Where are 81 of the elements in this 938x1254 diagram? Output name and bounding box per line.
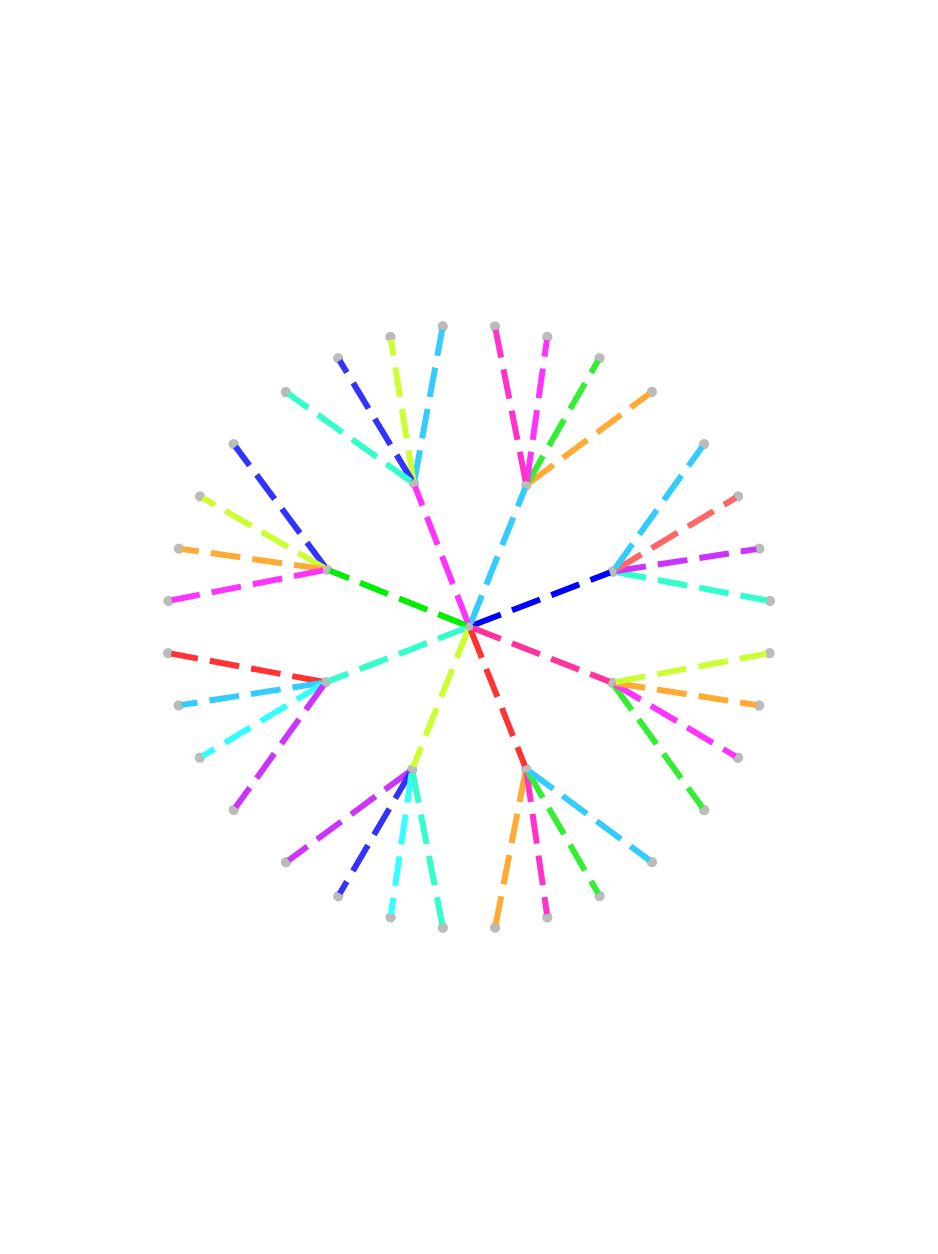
connector — [337, 359, 415, 482]
node-point — [489, 922, 501, 933]
node-point — [607, 566, 618, 577]
connector — [388, 772, 415, 915]
connector — [611, 683, 705, 810]
node-point — [194, 491, 206, 502]
connector — [468, 486, 528, 625]
connector — [233, 683, 326, 810]
connector — [525, 770, 601, 895]
node-point — [754, 543, 765, 554]
node-point — [732, 491, 744, 502]
node-point — [385, 331, 396, 342]
connector — [468, 629, 528, 767]
connector — [233, 444, 328, 569]
connector — [523, 339, 550, 482]
node-point — [520, 763, 532, 774]
connector — [523, 771, 550, 915]
connector — [527, 391, 651, 486]
connector — [410, 629, 471, 768]
connector — [492, 329, 529, 482]
node-point — [732, 752, 744, 763]
connector — [171, 567, 324, 604]
connector — [286, 391, 413, 484]
node-point — [542, 912, 553, 923]
node-point — [521, 479, 532, 491]
connector — [327, 625, 467, 684]
connector — [612, 445, 705, 571]
node-point — [162, 647, 174, 659]
connector — [328, 567, 467, 629]
node-point — [385, 912, 396, 923]
connector — [337, 771, 413, 895]
connector — [181, 679, 323, 708]
node-point — [333, 890, 344, 902]
node-point — [228, 804, 239, 816]
node-point — [280, 857, 292, 868]
node-point — [407, 764, 418, 775]
node-point — [173, 700, 184, 711]
connector — [613, 681, 737, 759]
node-point — [646, 857, 658, 868]
node-point — [698, 438, 710, 450]
connector — [412, 485, 471, 625]
node-point — [228, 438, 239, 450]
connector — [411, 328, 446, 481]
node-point — [322, 564, 333, 575]
node-point — [163, 595, 174, 606]
connector — [471, 569, 611, 629]
connector — [616, 569, 768, 604]
connector — [200, 681, 325, 759]
node-point — [280, 386, 292, 398]
node-point — [606, 677, 618, 688]
connector — [615, 650, 767, 685]
connector — [615, 680, 757, 708]
connector — [525, 359, 601, 484]
node-point — [489, 321, 501, 332]
node-point — [194, 752, 205, 763]
connector — [492, 772, 529, 925]
node-point — [542, 331, 553, 343]
connector — [615, 546, 757, 574]
connector — [170, 650, 323, 685]
node-point — [594, 890, 605, 902]
connector — [388, 339, 417, 481]
node-point — [646, 386, 657, 398]
node-point — [437, 922, 448, 933]
node-point — [699, 804, 710, 816]
node-point — [594, 352, 605, 364]
connector — [286, 769, 411, 863]
connector — [614, 495, 738, 573]
connector — [410, 772, 446, 926]
node-point — [437, 321, 448, 332]
node-point — [754, 700, 765, 711]
node-point — [320, 677, 331, 688]
node-point — [764, 648, 775, 659]
node-point — [408, 478, 419, 489]
connector — [527, 768, 652, 863]
node-point — [333, 352, 344, 364]
node-point — [764, 595, 776, 607]
node-point — [464, 621, 475, 632]
connector — [181, 546, 324, 572]
connector — [471, 625, 611, 685]
connector — [201, 495, 326, 571]
node-point — [173, 543, 184, 554]
